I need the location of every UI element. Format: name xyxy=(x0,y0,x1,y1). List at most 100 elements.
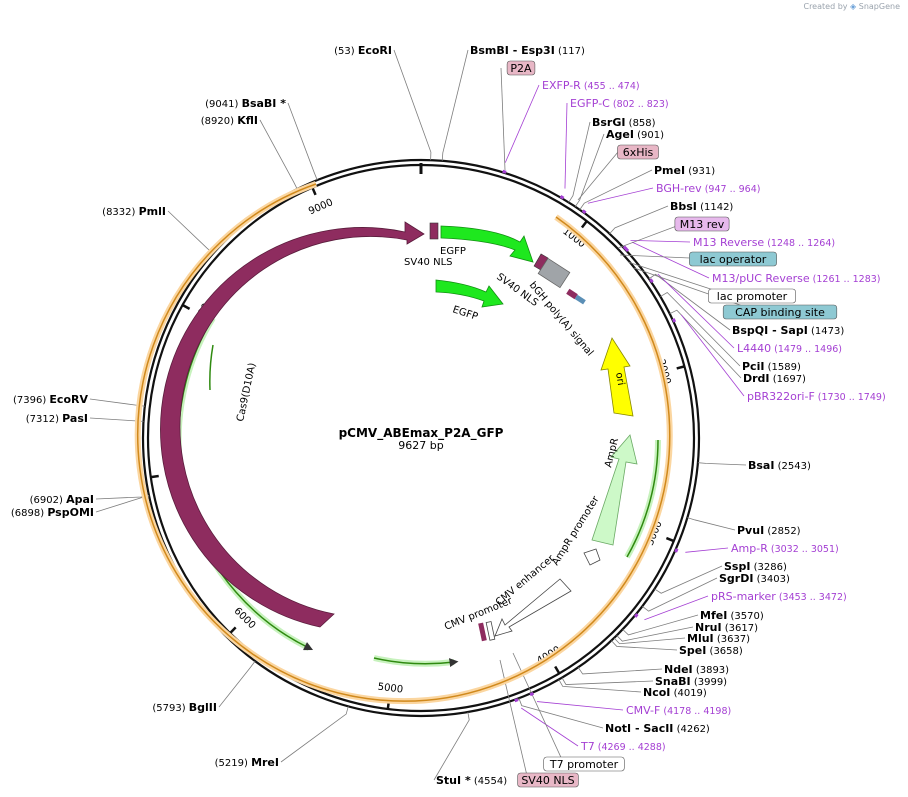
feature-box-label: lac operator xyxy=(689,251,777,267)
tick-mark xyxy=(229,626,237,635)
primer-connector xyxy=(520,707,579,747)
egfp-label-1: EGFP xyxy=(440,246,466,257)
enzyme-site-label: NotI - SacII (4262) xyxy=(605,722,710,735)
site-connector xyxy=(393,49,432,161)
tick-mark xyxy=(676,365,685,370)
enzyme-site-label: AgeI (901) xyxy=(606,128,664,141)
primer-mark xyxy=(649,278,654,284)
enzyme-site-label: SnaBI (3999) xyxy=(655,675,727,688)
primer-label: M13/pUC Reverse (1261 .. 1283) xyxy=(712,272,881,285)
enzyme-site-label: (53) EcoRI xyxy=(334,44,392,57)
site-connector xyxy=(280,706,349,763)
ampr-promoter-feature xyxy=(583,548,601,566)
primer-mark xyxy=(671,318,677,323)
site-connector xyxy=(441,49,469,161)
primer-mark xyxy=(514,698,519,703)
enzyme-site-label: BbsI (1142) xyxy=(670,200,733,213)
feature-box-label: 6xHis xyxy=(617,144,659,160)
plasmid-size: 9627 bp xyxy=(398,439,443,452)
site-connector xyxy=(558,679,642,693)
site-connector xyxy=(687,517,736,531)
bgh-polya-feature xyxy=(537,257,571,289)
primer-label: pBR322ori-F (1730 .. 1749) xyxy=(747,390,886,403)
site-connector xyxy=(287,102,318,181)
credit-prefix: Created by xyxy=(803,2,848,11)
site-connector xyxy=(579,169,653,210)
tick-mark xyxy=(181,303,191,310)
feature-box xyxy=(674,216,730,232)
snapgene-credit: Created by ◈ SnapGene xyxy=(803,2,900,11)
enzyme-site-label: SspI (3286) xyxy=(724,560,787,573)
primer-label: CMV-F (4178 .. 4198) xyxy=(626,704,731,717)
enzyme-site-label: BspQI - SapI (1473) xyxy=(732,324,844,337)
cmv-promoter-box xyxy=(485,621,496,641)
sv40-nls-box-3 xyxy=(478,622,487,642)
enzyme-site-label: (8332) PmlI xyxy=(102,205,166,218)
site-connector xyxy=(577,667,663,675)
box-connector xyxy=(633,267,761,313)
feature-box-text: SV40 NLS xyxy=(521,774,574,787)
primer-label: L4440 (1479 .. 1496) xyxy=(737,342,842,355)
feature-box-text: P2A xyxy=(510,62,532,75)
site-connector xyxy=(648,273,731,331)
feature-box-text: M13 rev xyxy=(680,218,725,231)
site-connector xyxy=(218,660,256,708)
primer-connector xyxy=(685,547,729,553)
enzyme-site-label: BsrGI (858) xyxy=(592,116,656,129)
enzyme-site-label: SgrDI (3403) xyxy=(719,572,790,585)
feature-box-label: lac promoter xyxy=(708,288,796,304)
feature-box-label: M13 rev xyxy=(674,216,730,232)
enzyme-site-label: (7396) EcoRV xyxy=(13,393,88,406)
primer-mark xyxy=(559,195,565,200)
backbone-outer-ring xyxy=(141,158,701,718)
feature-box-label: P2A xyxy=(506,60,536,76)
orf-green-arc-4-line xyxy=(626,439,659,558)
site-connector xyxy=(622,614,699,636)
primer-label: BGH-rev (947 .. 964) xyxy=(656,182,760,195)
his-tag-box xyxy=(566,288,578,300)
ampr-feature xyxy=(591,434,638,546)
site-connector xyxy=(609,205,669,234)
primer-label: EXFP-R (455 .. 474) xyxy=(542,79,640,92)
enzyme-site-label: BsmBI - Esp3I (117) xyxy=(470,44,585,57)
tick-label: 9000 xyxy=(307,197,335,217)
feature-box-text: CAP binding site xyxy=(735,306,825,319)
egfp-feature-2 xyxy=(435,279,504,308)
primer-connector xyxy=(644,595,709,621)
feature-box xyxy=(517,772,579,788)
site-connector xyxy=(669,309,742,379)
egfp-label-2: EGFP xyxy=(451,304,479,322)
primer-label: Amp-R (3032 .. 3051) xyxy=(731,542,839,555)
site-connector xyxy=(568,121,591,203)
primer-marks xyxy=(502,169,679,703)
enzyme-site-label: MfeI (3570) xyxy=(700,609,764,622)
feature-box xyxy=(543,756,625,772)
site-connector xyxy=(433,711,470,781)
ori-feature xyxy=(600,337,634,417)
bgh-polya-label: bGH poly(A) signal xyxy=(527,280,595,359)
box-connector xyxy=(577,151,619,201)
tick-mark xyxy=(554,665,561,675)
sv40-nls-box xyxy=(429,222,439,240)
tick-mark xyxy=(150,474,159,479)
orf-outer-arc-line xyxy=(137,183,671,702)
site-connector xyxy=(697,462,747,466)
feature-box-text: 6xHis xyxy=(623,146,654,159)
primer-mark xyxy=(502,169,507,174)
connector-layer xyxy=(89,49,761,781)
enzyme-site-label: NruI (3617) xyxy=(695,621,758,634)
egfp-feature-1 xyxy=(440,225,534,263)
cas9-feature xyxy=(160,221,425,628)
enzyme-site-label: DrdI (1697) xyxy=(743,372,806,385)
site-connector xyxy=(611,640,678,651)
primer-mark xyxy=(529,691,535,697)
site-connector xyxy=(660,291,741,367)
tick-mark xyxy=(665,536,675,543)
enzyme-site-label: MluI (3637) xyxy=(687,632,750,645)
enzyme-site-label: PciI (1589) xyxy=(742,360,801,373)
box-connector xyxy=(617,223,683,249)
primer-connector xyxy=(630,239,691,243)
enzyme-site-label: NcoI (4019) xyxy=(643,686,707,699)
enzyme-site-label: (6902) ApaI xyxy=(30,493,94,506)
ori-label: ori xyxy=(613,372,626,387)
